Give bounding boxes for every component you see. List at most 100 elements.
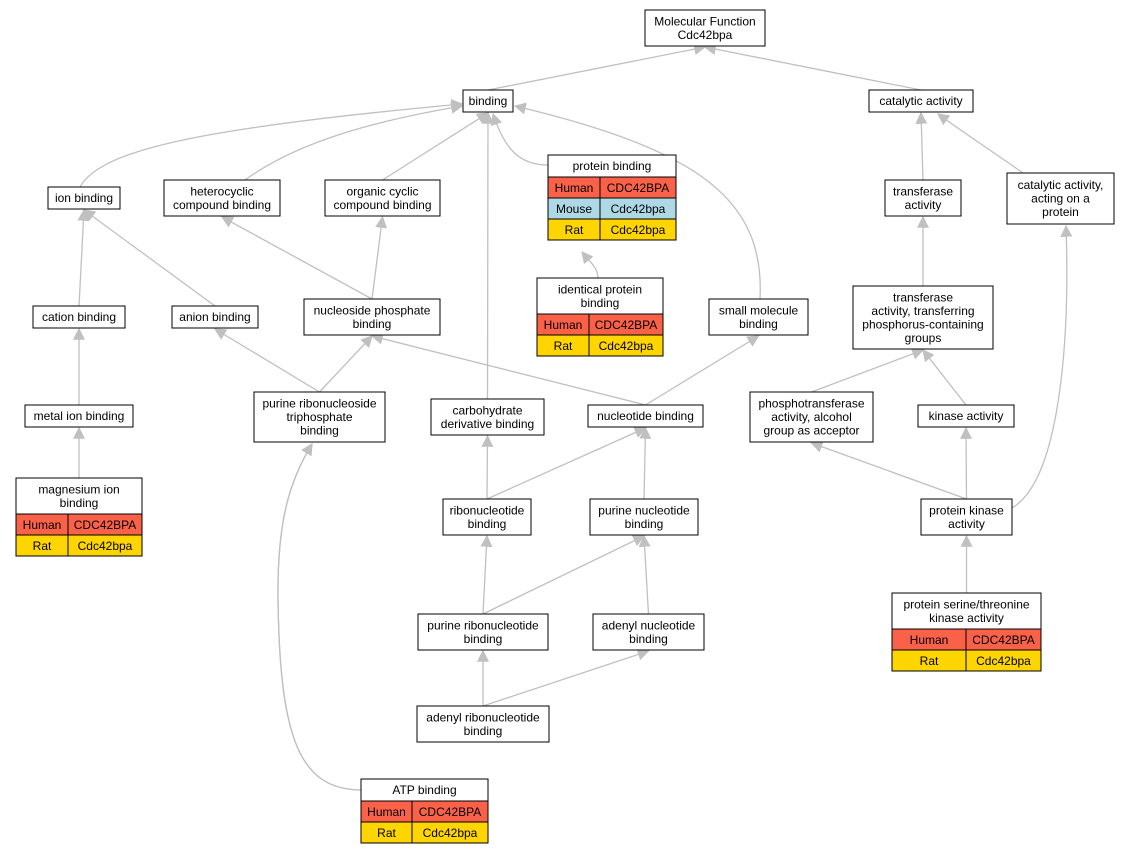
node-label: binding: [464, 632, 503, 646]
gene-label: CDC42BPA: [972, 633, 1034, 647]
species-label: Rat: [33, 539, 52, 553]
node-label: protein: [1042, 205, 1079, 219]
species-label: Human: [23, 518, 62, 532]
gene-label: CDC42BPA: [419, 805, 481, 819]
node-label: nucleoside phosphate: [314, 303, 431, 317]
node-label: derivative binding: [441, 417, 534, 431]
edge-phosphotrans-to-trans_phos: [811, 348, 925, 393]
node-label: Cdc42bpa: [678, 28, 733, 42]
node-label: binding: [625, 517, 664, 531]
edge-nucleotide-to-nuc_phos: [370, 332, 646, 406]
gene-label: Cdc42bpa: [423, 826, 478, 840]
node-box: [442, 498, 532, 536]
edge-heterocyclic-to-binding: [244, 101, 464, 181]
species-label: Rat: [565, 223, 584, 237]
gene-cell: [965, 649, 1042, 672]
node-label: binding: [469, 94, 508, 108]
node-label: cation binding: [42, 310, 116, 324]
edge-small_mol-to-binding: [513, 102, 761, 300]
species-label: Human: [367, 805, 406, 819]
edge-binding-to-root: [487, 43, 707, 91]
node-label: anion binding: [179, 310, 250, 324]
node-label: purine ribonucleotide: [427, 618, 539, 632]
node-box: [24, 404, 134, 428]
node-box: [163, 179, 281, 217]
edge-anion-to-ion: [83, 209, 216, 307]
node-label: small molecule: [719, 303, 799, 317]
node-kinase[interactable]: kinase activity: [917, 404, 1015, 428]
edge-nuc_phos-to-organic: [371, 215, 388, 300]
edge-cat_protein-to-catalytic: [937, 113, 1024, 174]
edge-purine_ribonucleotide-to-ribonucleotide: [480, 534, 493, 615]
node-box: [416, 705, 550, 743]
node-binding[interactable]: binding: [462, 89, 514, 113]
node-box: [589, 498, 699, 536]
node-label: protein kinase: [929, 503, 1004, 517]
species-label: Human: [544, 318, 583, 332]
node-label: heterocyclic: [190, 184, 253, 198]
edge-organic-to-binding: [382, 112, 490, 181]
gene-label: Cdc42bpa: [611, 202, 666, 216]
edge-adenyl_ribo-to-adenyl_nuc: [482, 648, 650, 707]
node-label: binding: [353, 317, 392, 331]
species-label: Human: [555, 181, 594, 195]
node-label: groups: [905, 331, 942, 345]
node-catalytic[interactable]: catalytic activity: [868, 89, 974, 113]
node-label: ATP binding: [392, 783, 456, 797]
node-ion[interactable]: ion binding: [47, 186, 121, 210]
edge-ribonucleotide-to-carb: [481, 434, 494, 500]
edge-catalytic-to-root: [703, 43, 922, 91]
edge-atp-to-purine_ribonucleoside: [277, 442, 363, 791]
node-box: [430, 398, 545, 436]
edge-nucleotide-to-small_mol: [645, 335, 760, 406]
node-cation[interactable]: cation binding: [32, 305, 126, 329]
node-label: protein serine/threonine: [903, 597, 1029, 611]
node-nucleotide[interactable]: nucleotide binding: [587, 404, 704, 428]
node-label: nucleotide binding: [597, 409, 694, 423]
node-anion[interactable]: anion binding: [171, 305, 259, 329]
node-label: catalytic activity: [879, 94, 962, 108]
gene-cell: [411, 821, 489, 844]
edge-protein_kinase-to-cat_protein: [1011, 224, 1073, 509]
node-metal[interactable]: metal ion binding: [24, 404, 134, 428]
edge-kinase-to-trans_phos: [922, 349, 967, 406]
node-box: [868, 89, 974, 113]
node-box: [920, 498, 1013, 536]
node-label: compound binding: [173, 198, 271, 212]
edge-protein_binding-to-binding: [490, 112, 549, 166]
node-label: transferase: [893, 290, 953, 304]
node-label: Molecular Function: [654, 14, 755, 28]
node-box: [303, 298, 441, 336]
edge-protein_kinase-to-phosphotrans: [810, 441, 967, 500]
node-box: [587, 404, 704, 428]
edge-ion-to-binding: [79, 99, 464, 188]
gene-label: CDC42BPA: [74, 518, 136, 532]
species-label: Human: [910, 633, 949, 647]
